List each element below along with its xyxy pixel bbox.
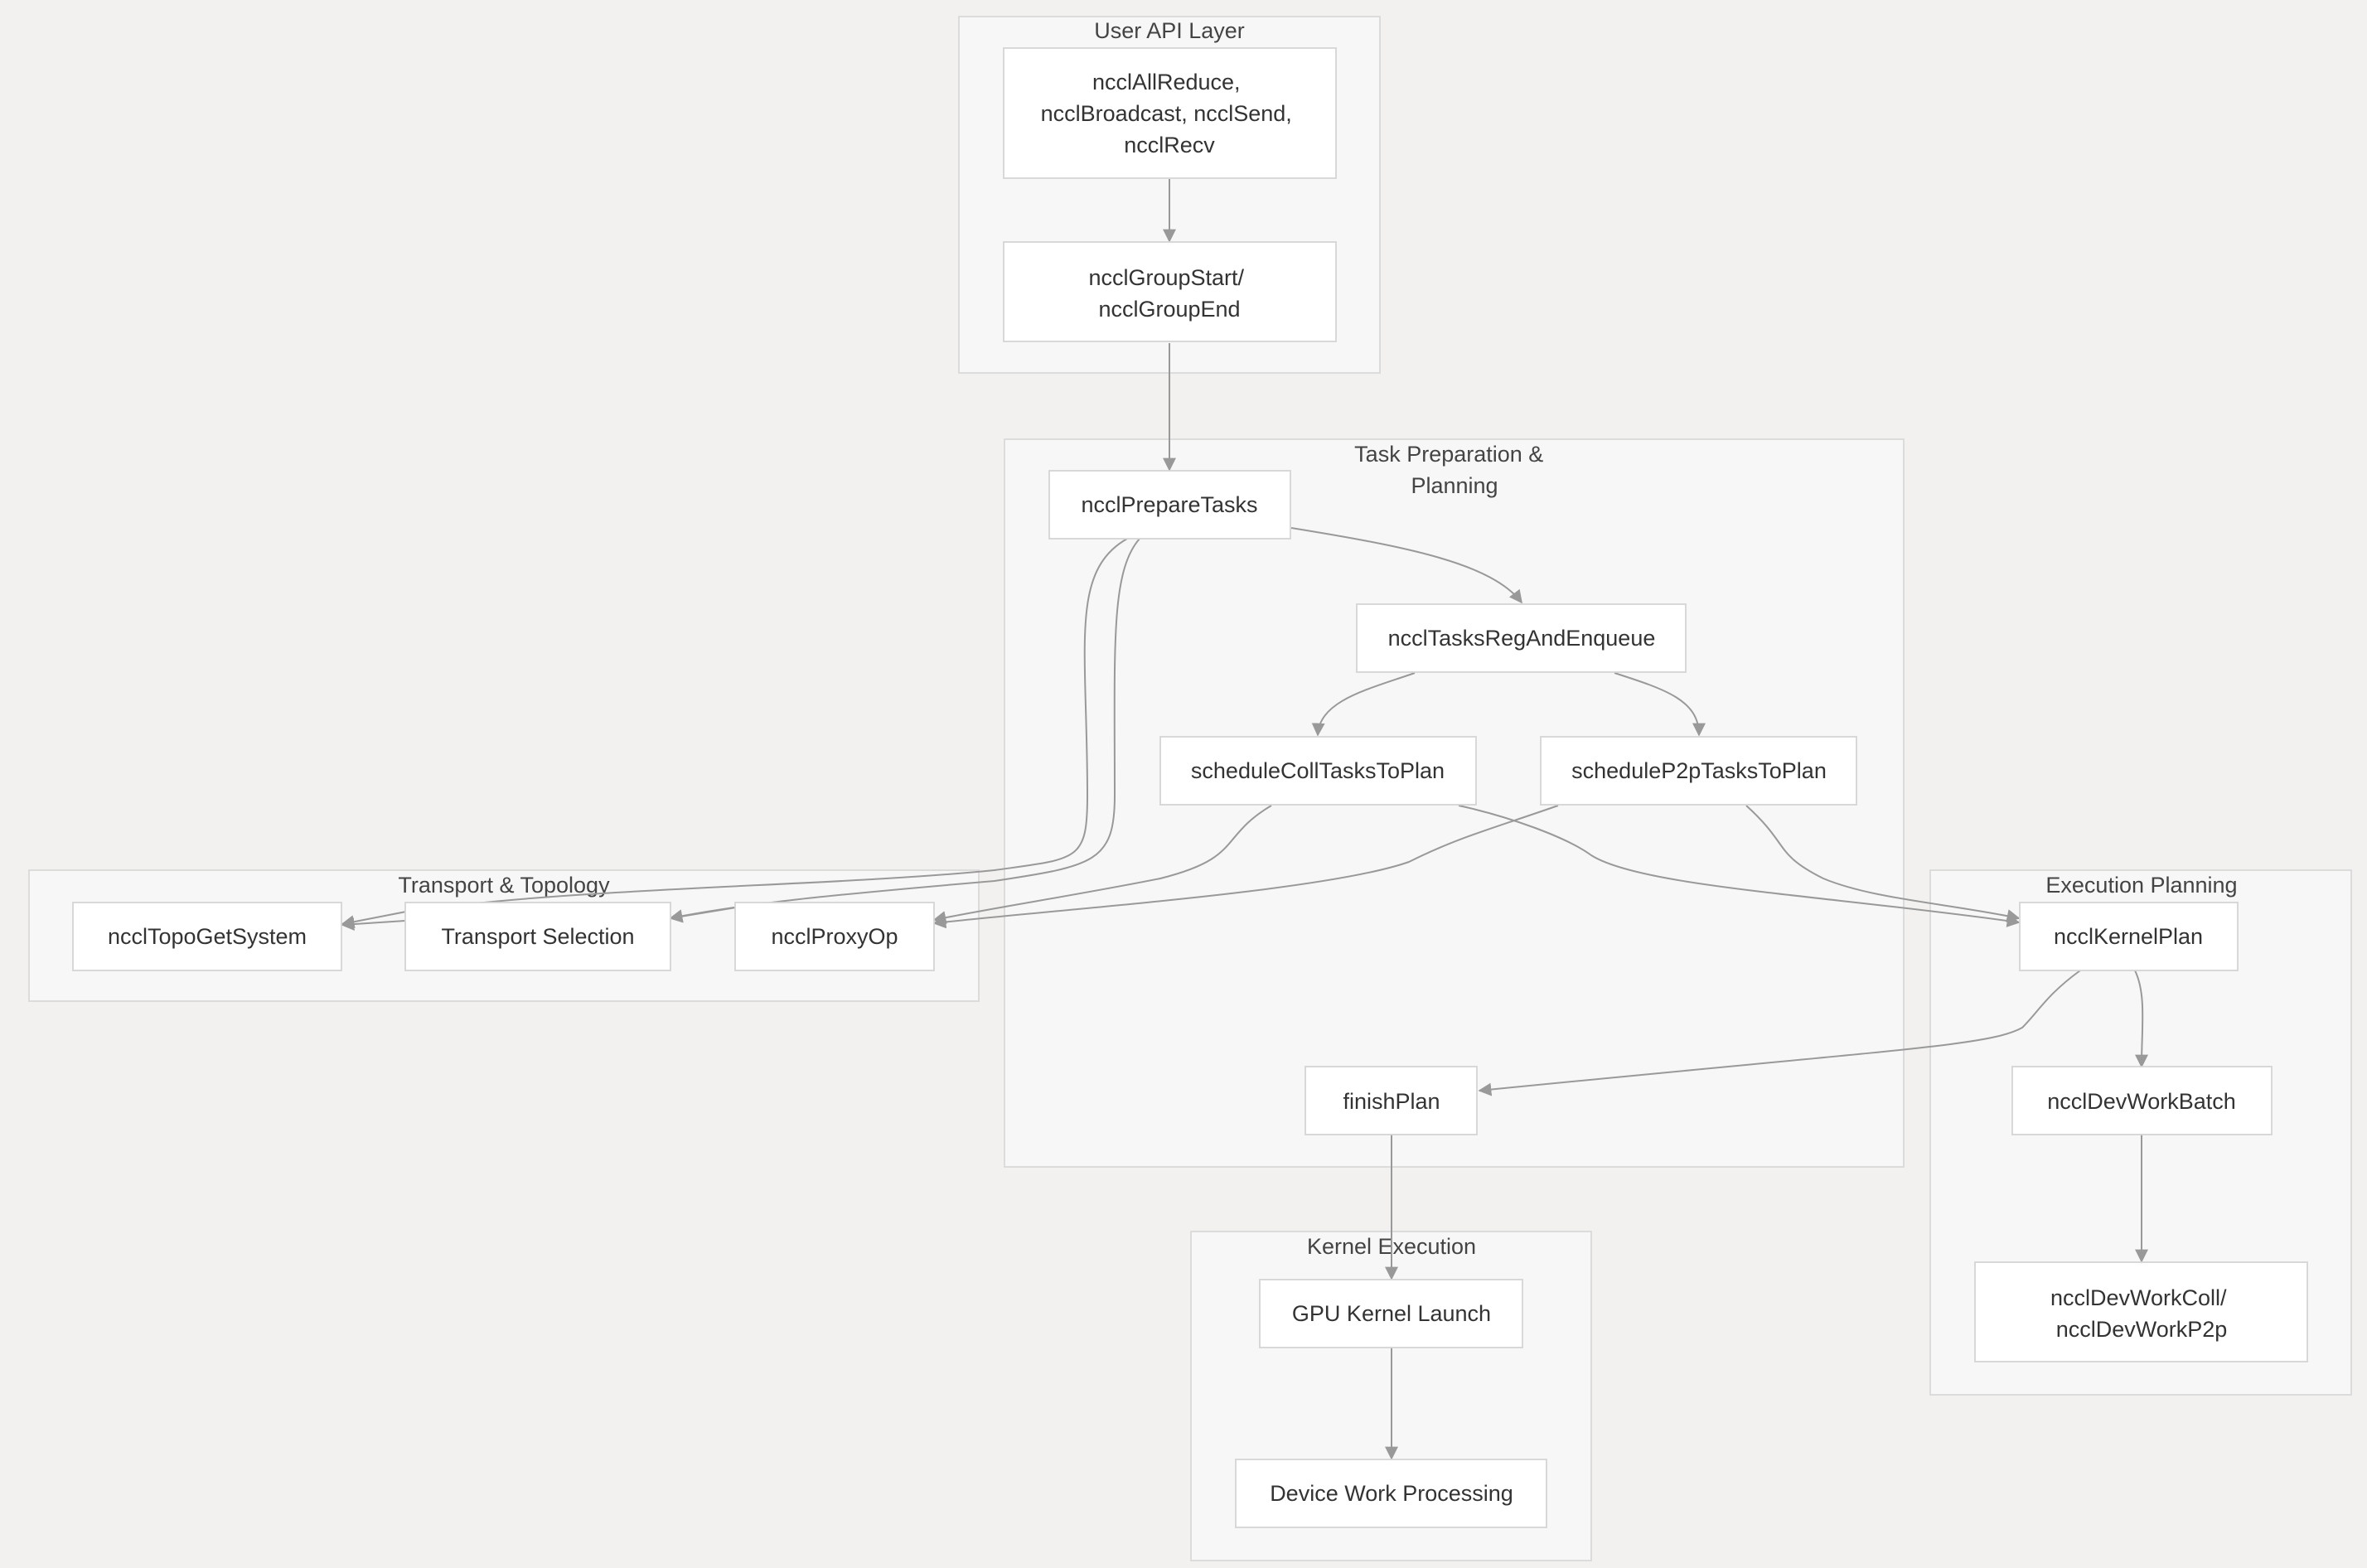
node-label: ncclDevWorkColl/ ncclDevWorkP2p — [2050, 1285, 2233, 1342]
node-schedule-coll-tasks: scheduleCollTasksToPlan — [1159, 736, 1477, 806]
cluster-title: Execution Planning — [2045, 873, 2237, 898]
edge-schedp2p-to-kernelplan — [1745, 805, 2021, 922]
node-kernel-plan: ncclKernelPlan — [2019, 902, 2239, 971]
node-label: ncclTopoGetSystem — [108, 924, 307, 949]
node-label: GPU Kernel Launch — [1292, 1301, 1491, 1326]
cluster-title: User API Layer — [1094, 18, 1245, 43]
node-label: ncclDevWorkBatch — [2047, 1089, 2236, 1114]
edge-schedcoll-to-proxyop — [932, 805, 1272, 924]
node-prepare-tasks: ncclPrepareTasks — [1048, 470, 1291, 540]
edge-prepare-to-transport-selection — [669, 538, 1140, 923]
node-tasks-reg-and-enqueue: ncclTasksRegAndEnqueue — [1356, 603, 1687, 673]
edge-proxyop-to-transport-selection — [669, 907, 737, 923]
node-dev-work-coll-p2p: ncclDevWorkColl/ ncclDevWorkP2p — [1974, 1261, 2308, 1362]
edge-schedp2p-to-proxyop — [932, 805, 1559, 929]
edge-schedcoll-to-kernelplan — [1458, 805, 2021, 927]
node-proxy-op: ncclProxyOp — [734, 902, 935, 971]
node-label: Device Work Processing — [1270, 1481, 1513, 1506]
edge-prepare-to-regenqueue — [1290, 527, 1522, 604]
node-api-calls: ncclAllReduce, ncclBroadcast, ncclSend, … — [1003, 47, 1337, 179]
node-label: ncclKernelPlan — [2054, 924, 2203, 949]
node-transport-selection: Transport Selection — [404, 902, 671, 971]
node-label: scheduleCollTasksToPlan — [1191, 758, 1445, 783]
node-dev-work-batch: ncclDevWorkBatch — [2011, 1066, 2273, 1135]
edge-regenqueue-to-schedp2p — [1614, 672, 1706, 737]
node-gpu-kernel-launch: GPU Kernel Launch — [1259, 1279, 1523, 1348]
node-label: ncclProxyOp — [771, 924, 898, 949]
node-device-work-processing: Device Work Processing — [1235, 1459, 1547, 1528]
edge-kernelplan-to-devworkbatch — [2134, 970, 2149, 1068]
edge-prepare-to-topo — [341, 538, 1128, 929]
node-schedule-p2p-tasks: scheduleP2pTasksToPlan — [1540, 736, 1857, 806]
node-finish-plan: finishPlan — [1305, 1066, 1478, 1135]
node-label: ncclGroupStart/ ncclGroupEnd — [1088, 265, 1250, 322]
edge-transport-selection-to-topo — [341, 917, 406, 932]
cluster-title: Task Preparation & Planning — [1354, 442, 1550, 498]
cluster-title: Transport & Topology — [398, 873, 610, 898]
edge-regenqueue-to-schedcoll — [1311, 672, 1416, 737]
node-label: ncclPrepareTasks — [1081, 492, 1257, 517]
node-label: ncclTasksRegAndEnqueue — [1388, 626, 1656, 651]
node-topo-get-system: ncclTopoGetSystem — [72, 902, 342, 971]
edges — [341, 179, 2149, 1460]
node-label: finishPlan — [1343, 1089, 1440, 1114]
node-group-start-end: ncclGroupStart/ ncclGroupEnd — [1003, 241, 1337, 342]
node-label: Transport Selection — [441, 924, 634, 949]
node-label: ncclAllReduce, ncclBroadcast, ncclSend, … — [1041, 70, 1299, 157]
node-label: scheduleP2pTasksToPlan — [1571, 758, 1827, 783]
edge-kernelplan-to-finish — [1478, 970, 2081, 1096]
